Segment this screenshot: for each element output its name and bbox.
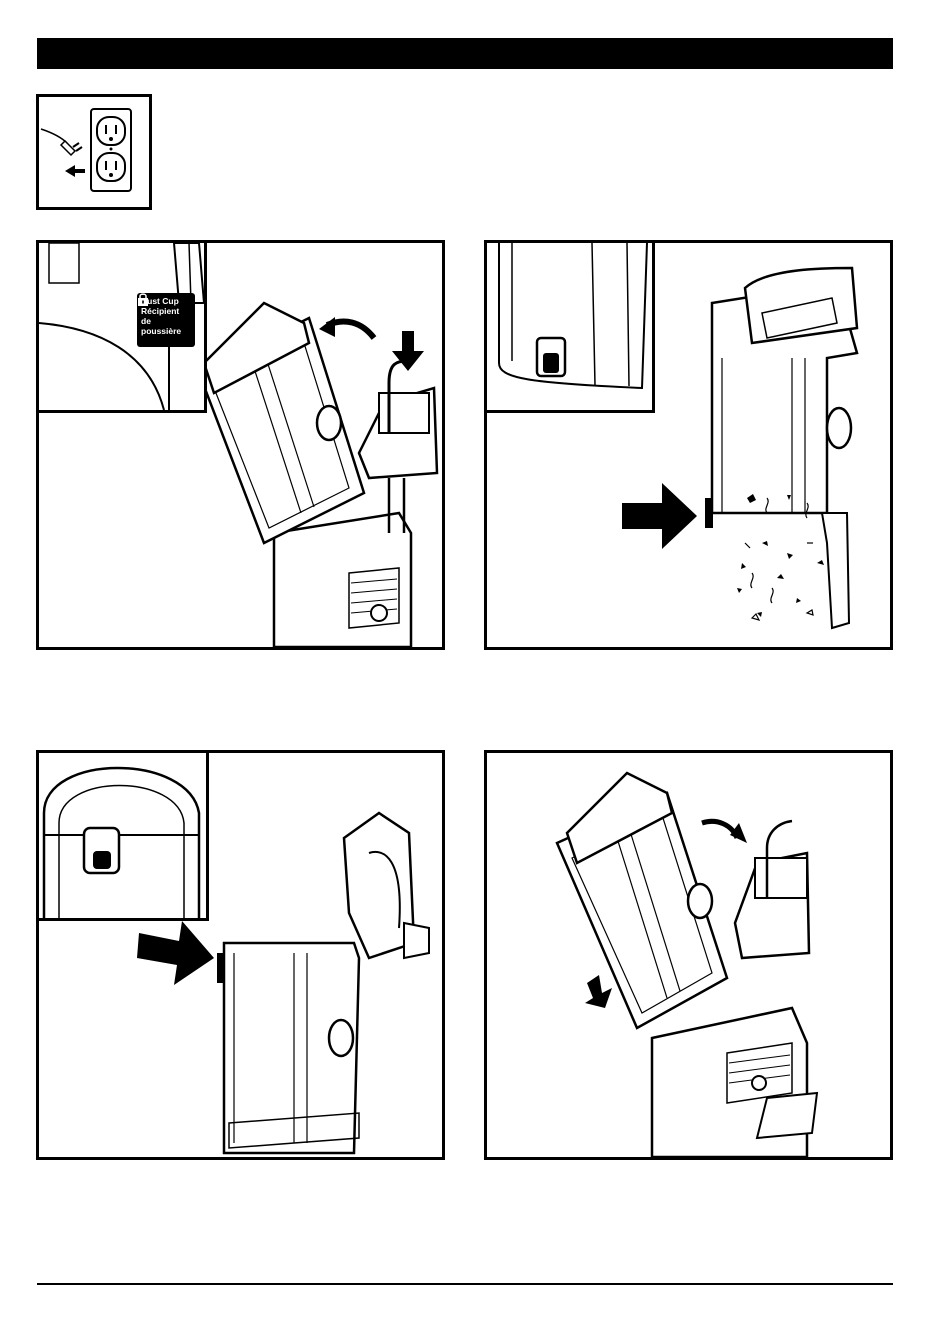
down-arrow-icon [392,331,424,371]
push-arrow-icon [585,975,612,1008]
unplug-warning-box [36,94,152,210]
unplug-outlet-icon [39,97,149,207]
detail-inset-latch [39,753,209,921]
lock-icon [137,293,149,306]
section-header-bar [37,38,893,69]
dust-cup-label-line3: poussière [141,326,191,336]
detail-inset-release-button [487,243,655,413]
dust-cup-label: Dust Cup Récipient de poussière [137,293,195,347]
push-arrow-icon [622,483,697,549]
dust-cup-reinstall-illustration [487,753,890,1157]
footer-rule [37,1283,893,1285]
push-arrow-icon [137,921,214,985]
step-panel-2 [484,240,893,650]
step-panel-4 [484,750,893,1160]
latch-closeup-illustration [39,753,206,918]
dust-cup-label-line2: Récipient de [141,306,191,326]
release-button-closeup-illustration [487,243,652,410]
detail-inset-dust-cup-label: Dust Cup Récipient de poussière [39,243,207,413]
step-panel-3 [36,750,445,1160]
step-panel-1: Dust Cup Récipient de poussière [36,240,445,650]
